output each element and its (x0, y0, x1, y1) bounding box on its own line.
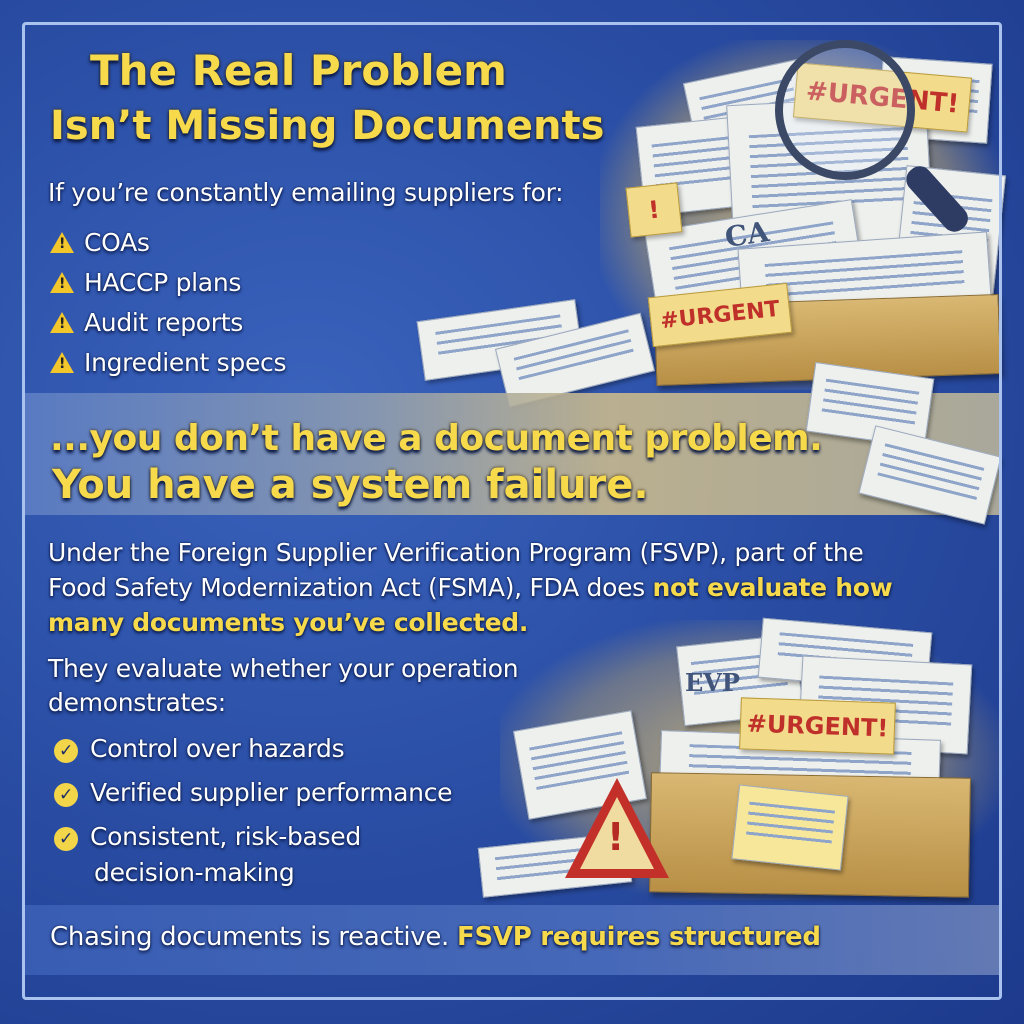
list-item: Ingredient specs (50, 348, 287, 377)
list-item-label: Control over hazards (90, 734, 345, 763)
explanation-highlight: not evaluate how (652, 573, 893, 602)
list-item-label: HACCP plans (84, 268, 242, 297)
check-icon: ✓ (54, 827, 78, 851)
explanation-line-2: Food Safety Modernization Act (FSMA), FD… (48, 573, 893, 602)
list-item: HACCP plans (50, 268, 241, 297)
check-icon: ✓ (54, 783, 78, 807)
title-line-1: The Real Problem (90, 46, 507, 95)
list-item-label: Audit reports (84, 308, 243, 337)
list-item: ✓ Control over hazards (54, 734, 345, 763)
list-item-continuation: decision-making (94, 858, 295, 887)
warning-triangle-inner (580, 797, 654, 869)
list-item: ✓ Consistent, risk-based (54, 822, 361, 851)
warning-icon (50, 232, 74, 253)
explanation-text: Food Safety Modernization Act (FSMA), FD… (48, 573, 653, 602)
callout-line-1: ...you don’t have a document problem. (50, 418, 823, 459)
evaluate-line-1: They evaluate whether your operation (48, 654, 519, 683)
intro-text: If you’re constantly emailing suppliers … (48, 178, 564, 207)
footer-text: Chasing documents is reactive. FSVP requ… (50, 922, 821, 952)
doc-stamp-evp: EVP (685, 668, 740, 697)
check-icon: ✓ (54, 739, 78, 763)
warning-mark: ! (607, 815, 625, 859)
magnifying-glass-icon (775, 40, 915, 180)
list-item: ✓ Verified supplier performance (54, 778, 453, 807)
warning-icon (50, 272, 74, 293)
evaluate-line-2: demonstrates: (48, 688, 226, 717)
footer-band (25, 905, 999, 975)
explanation-line-3: many documents you’ve collected. (48, 608, 529, 637)
warning-icon (50, 312, 74, 333)
footer-plain: Chasing documents is reactive. (50, 922, 457, 952)
callout-line-2: You have a system failure. (52, 462, 649, 508)
frame-border (22, 22, 1002, 1000)
list-item-label: Consistent, risk-based (90, 822, 361, 851)
footer-highlight: FSVP requires structured (456, 922, 821, 952)
list-item-label: COAs (84, 228, 150, 257)
title-line-2: Isn’t Missing Documents (50, 103, 605, 149)
list-item-label: Verified supplier performance (90, 778, 453, 807)
list-item: COAs (50, 228, 150, 257)
list-item: Audit reports (50, 308, 243, 337)
warning-icon (50, 352, 74, 373)
explanation-line-1: Under the Foreign Supplier Verification … (48, 538, 864, 567)
list-item-label: Ingredient specs (84, 348, 287, 377)
